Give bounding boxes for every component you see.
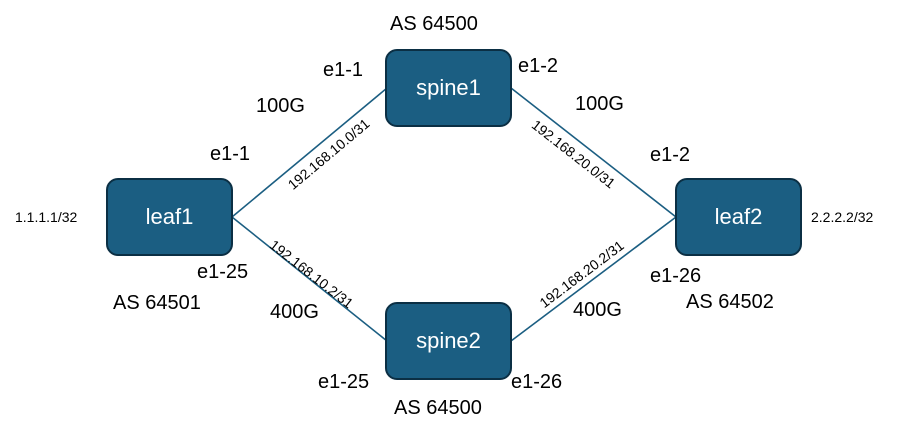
link-spine1-leaf2 xyxy=(510,87,677,218)
loopback-leaf1: 1.1.1.1/32 xyxy=(15,209,78,225)
node-label: leaf1 xyxy=(145,204,194,229)
asn-spine1: AS 64500 xyxy=(390,13,478,35)
port-leaf2-e1-26: e1-26 xyxy=(650,265,702,287)
link-spine2-leaf2 xyxy=(510,216,677,342)
port-spine1-e1-2: e1-2 xyxy=(518,55,559,77)
speed-spine1-leaf2: 100G xyxy=(575,93,624,115)
node-spine1: spine1 xyxy=(385,49,512,127)
asn-leaf2: AS 64502 xyxy=(686,291,774,313)
port-leaf1-e1-1: e1-1 xyxy=(210,143,251,165)
port-spine2-e1-26: e1-26 xyxy=(511,371,563,393)
asn-leaf1: AS 64501 xyxy=(113,292,201,314)
link-leaf1-spine2 xyxy=(231,216,388,342)
port-spine1-e1-1: e1-1 xyxy=(323,59,364,81)
node-label: leaf2 xyxy=(714,204,763,229)
port-spine2-e1-25: e1-25 xyxy=(318,371,370,393)
node-spine2: spine2 xyxy=(385,302,512,380)
speed-spine2-leaf2: 400G xyxy=(573,299,622,321)
node-label: spine2 xyxy=(416,328,481,353)
node-leaf1: leaf1 xyxy=(106,178,233,256)
port-leaf2-e1-2: e1-2 xyxy=(650,144,691,166)
speed-leaf1-spine2: 400G xyxy=(270,301,319,323)
asn-spine2: AS 64500 xyxy=(394,397,482,419)
link-leaf1-spine1 xyxy=(231,87,388,218)
loopback-leaf2: 2.2.2.2/32 xyxy=(811,209,874,225)
speed-leaf1-spine1: 100G xyxy=(256,95,305,117)
node-label: spine1 xyxy=(416,75,481,100)
node-leaf2: leaf2 xyxy=(675,178,802,256)
port-leaf1-e1-25: e1-25 xyxy=(197,261,249,283)
